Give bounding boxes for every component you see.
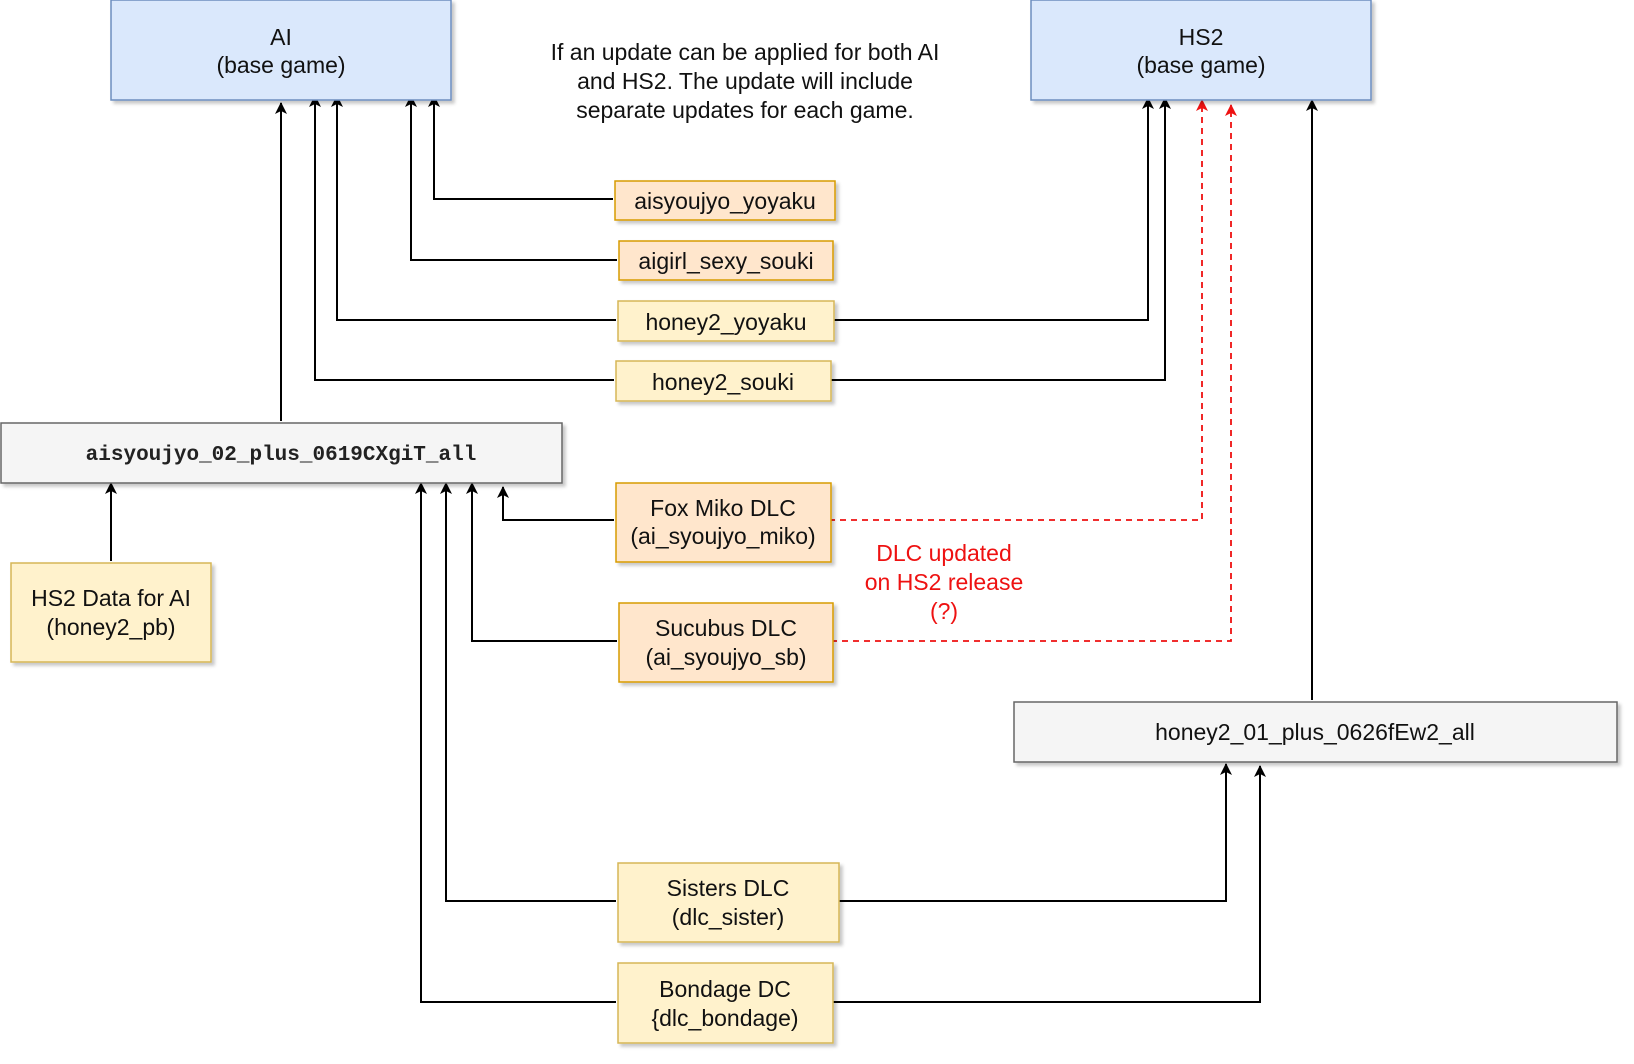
node-sisters-dlc: Sisters DLC (dlc_sister) (617, 862, 840, 943)
edge-fox-miko-to-ai-update (497, 486, 614, 521)
node-hs2-base-game: HS2 (base game) (1030, 0, 1372, 101)
node-sisters-code: (dlc_sister) (672, 904, 784, 930)
node-ai-update-label: aisyoujyo_02_plus_0619CXgiT_all (86, 444, 477, 467)
edge-fox-miko-to-hs2-dashed (829, 99, 1208, 521)
edge-sisters-to-hs2-update (837, 763, 1232, 902)
node-sucubus-code: (ai_syoujyo_sb) (645, 644, 806, 670)
node-hs2-data-title: HS2 Data for AI (31, 585, 191, 611)
node-ai-base-game: AI (base game) (110, 0, 452, 101)
edge-honey2-souki-to-hs2 (829, 97, 1171, 381)
node-hs2-title: HS2 (1179, 24, 1224, 50)
node-ai-subtitle: (base game) (216, 52, 345, 78)
nodes: AI (base game) HS2 (base game) If an upd… (0, 0, 1618, 1044)
edge-aigirl-sexy-souki-to-ai (405, 95, 617, 261)
node-hs2-update-label: honey2_01_plus_0626fEw2_all (1155, 719, 1475, 745)
edge-honey2-yoyaku-to-ai (331, 95, 616, 321)
edge-bondage-to-hs2-update (831, 765, 1266, 1003)
node-fox-miko-code: (ai_syoujyo_miko) (630, 523, 815, 549)
node-aigirl-sexy-souki-label: aigirl_sexy_souki (638, 248, 813, 274)
node-ai-update-package: aisyoujyo_02_plus_0619CXgiT_all (0, 422, 563, 484)
node-honey2-souki: honey2_souki (615, 360, 832, 402)
edge-bondage-to-ai-update (415, 482, 616, 1003)
node-honey2-yoyaku-label: honey2_yoyaku (645, 309, 806, 335)
node-honey2-souki-label: honey2_souki (652, 369, 794, 395)
dlc-note-line-3: (?) (930, 598, 958, 624)
node-hs2-data-code: (honey2_pb) (46, 614, 175, 640)
note-line-3: separate updates for each game. (576, 97, 914, 123)
node-aisyoujyo-yoyaku: aisyoujyo_yoyaku (614, 180, 836, 221)
node-bondage-title: Bondage DC (659, 976, 791, 1002)
note-line-2: and HS2. The update will include (577, 68, 913, 94)
node-bondage-code: {dlc_bondage) (651, 1005, 798, 1031)
node-sucubus-dlc: Sucubus DLC (ai_syoujyo_sb) (618, 602, 834, 683)
note-dlc-updated-on-hs2-release: DLC updated on HS2 release (?) (865, 540, 1024, 624)
edge-aisyoujyo-yoyaku-to-ai (428, 95, 613, 200)
edge-honey2-yoyaku-to-hs2 (832, 97, 1154, 321)
node-fox-miko-title: Fox Miko DLC (650, 495, 796, 521)
node-sucubus-title: Sucubus DLC (655, 615, 797, 641)
dlc-note-line-1: DLC updated (876, 540, 1012, 566)
note-line-1: If an update can be applied for both AI (551, 39, 940, 65)
node-hs2-subtitle: (base game) (1136, 52, 1265, 78)
node-bondage-dlc: Bondage DC {dlc_bondage) (617, 962, 834, 1044)
edge-sucubus-to-hs2-dashed (831, 104, 1237, 642)
node-sisters-title: Sisters DLC (667, 875, 790, 901)
node-ai-title: AI (270, 24, 292, 50)
node-aigirl-sexy-souki: aigirl_sexy_souki (618, 240, 834, 281)
note-update-both-games: If an update can be applied for both AI … (551, 39, 940, 123)
edge-sisters-to-ai-update (440, 482, 616, 902)
node-hs2-update-package: honey2_01_plus_0626fEw2_all (1013, 701, 1618, 763)
edge-honey2-souki-to-ai (309, 95, 614, 381)
node-aisyoujyo-yoyaku-label: aisyoujyo_yoyaku (634, 188, 816, 214)
node-honey2-yoyaku: honey2_yoyaku (617, 300, 835, 342)
node-hs2-data-for-ai: HS2 Data for AI (honey2_pb) (10, 562, 212, 663)
node-fox-miko-dlc: Fox Miko DLC (ai_syoujyo_miko) (615, 482, 832, 563)
edge-sucubus-to-ai-update (466, 482, 617, 642)
dlc-note-line-2: on HS2 release (865, 569, 1024, 595)
edges (105, 95, 1318, 1003)
